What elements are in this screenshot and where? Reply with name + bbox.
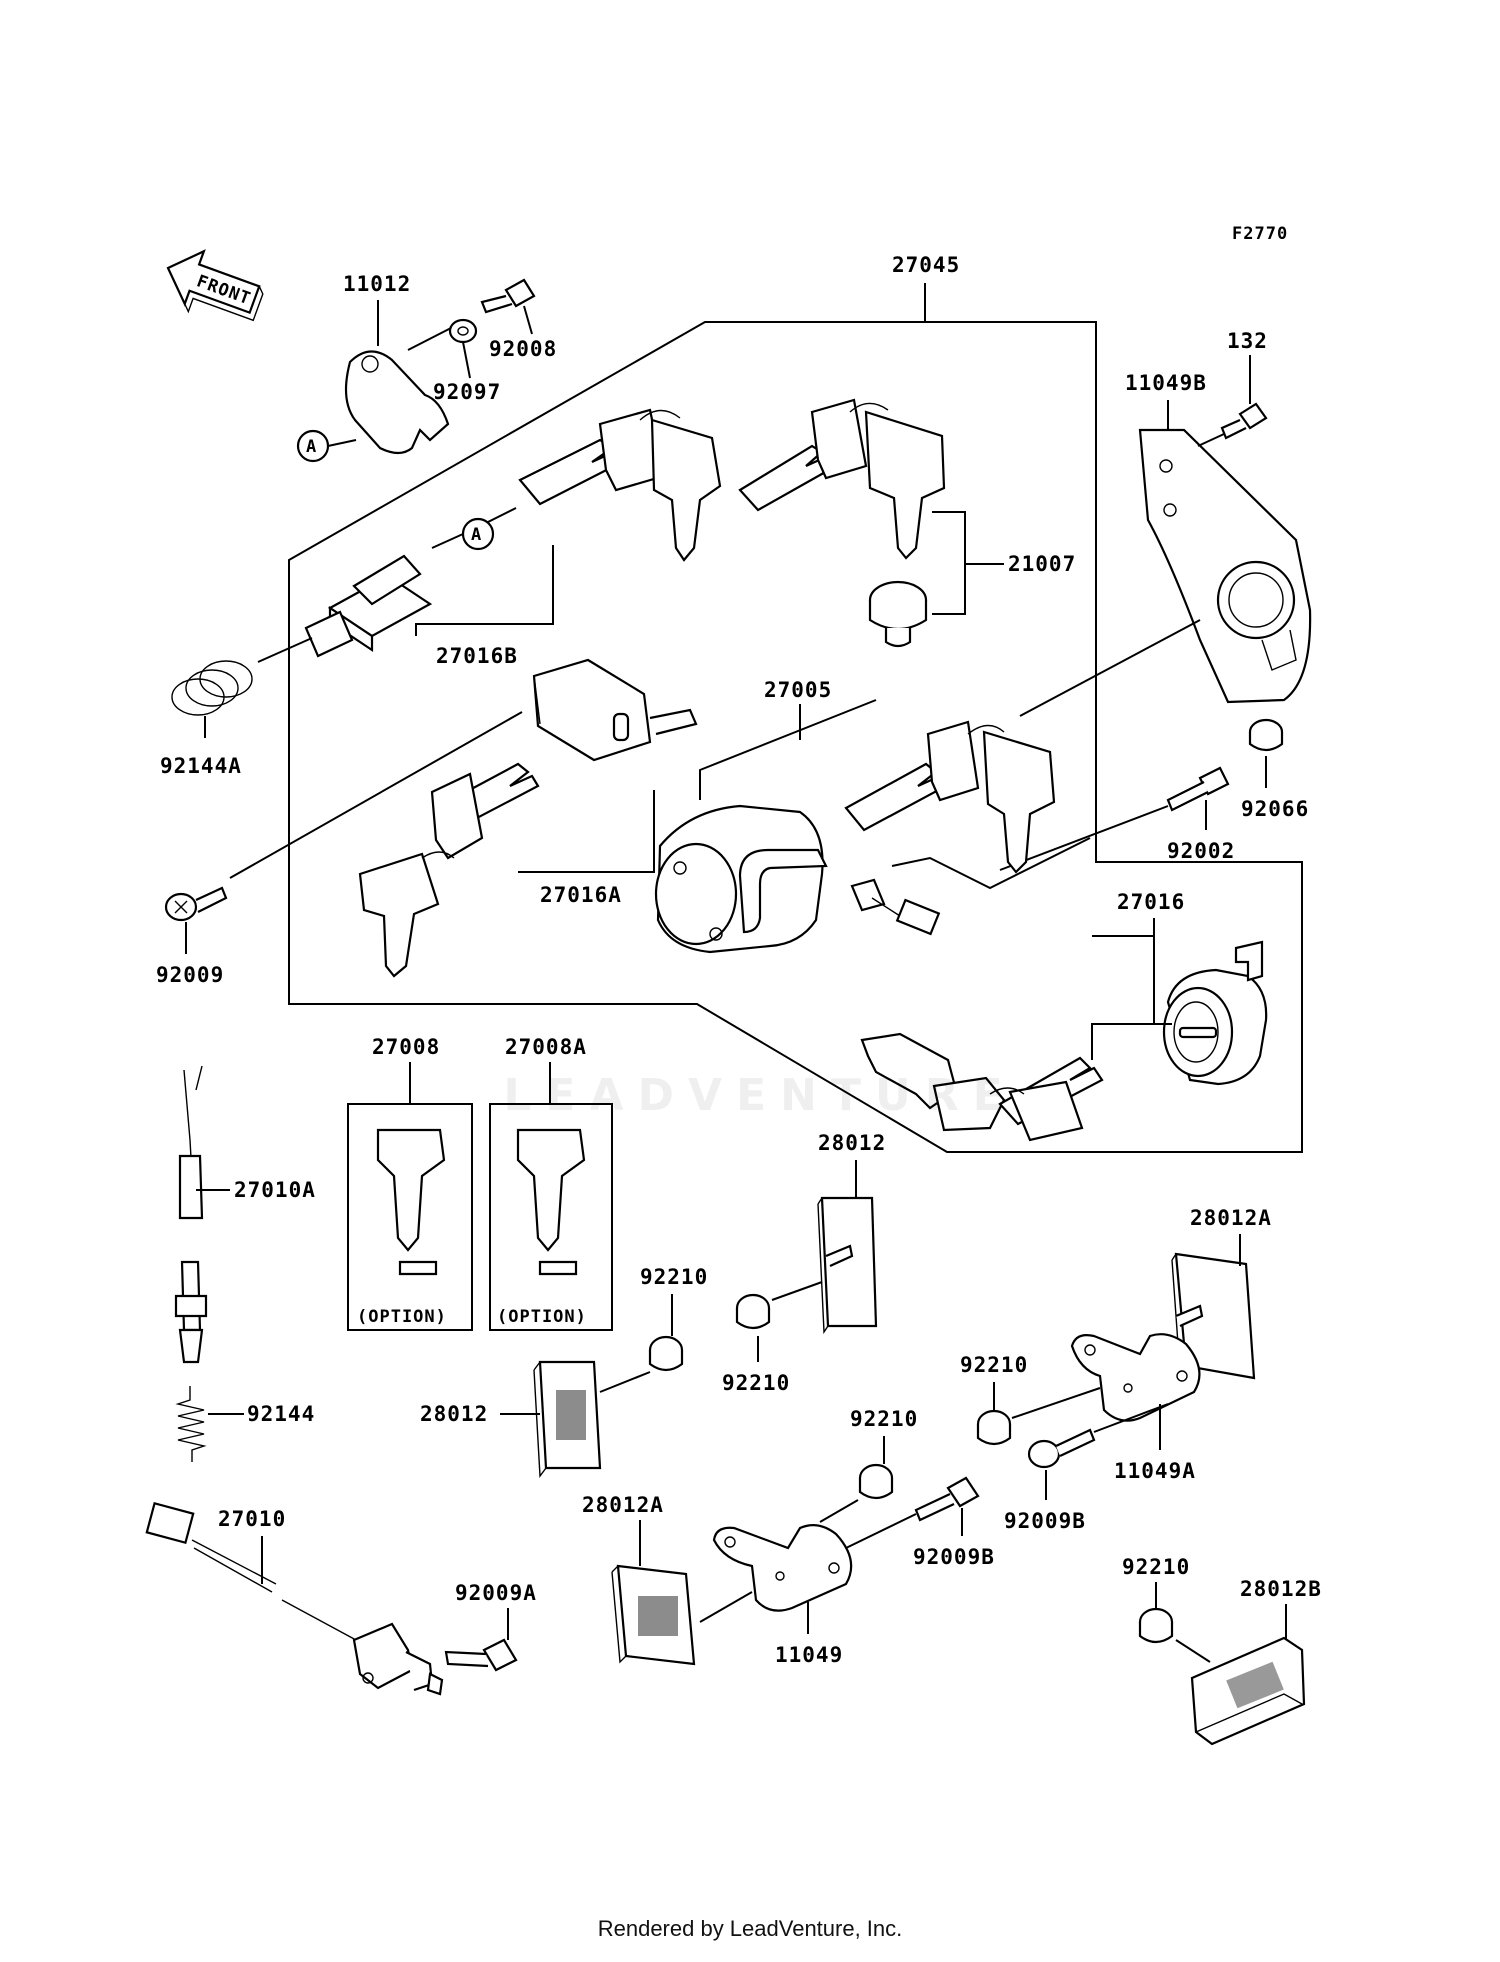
part-label-27016b: 27016B: [436, 644, 518, 668]
part-label-92210-b: 92210: [722, 1371, 790, 1395]
seat-lock-27016: [1162, 940, 1268, 1086]
part-label-92210-a: 92210: [640, 1265, 708, 1289]
option-box-27008: [347, 1103, 473, 1331]
bolt-132: [1220, 402, 1268, 440]
plate-28012-left: [533, 1360, 602, 1478]
figure-code: F2770: [1232, 224, 1288, 244]
bracket-11049a: [1070, 1333, 1201, 1422]
switch-27010a: [174, 1065, 208, 1364]
assembly-27045-outline: [288, 283, 1303, 1153]
part-label-92009b-a: 92009B: [1004, 1509, 1086, 1533]
key-pair-27005: [844, 720, 1056, 874]
callout-a-label-2: A: [471, 525, 482, 545]
callout-a-label: A: [306, 437, 317, 457]
part-label-92144a: 92144A: [160, 754, 242, 778]
plate-28012a-mid: [611, 1564, 696, 1666]
part-label-28012-left: 28012: [420, 1402, 488, 1426]
spring-92144: [175, 1386, 207, 1462]
option-label-27008a: (OPTION): [497, 1307, 587, 1327]
part-label-27016a: 27016A: [540, 883, 622, 907]
key-pair-27016a: [358, 762, 540, 978]
part-label-11049: 11049: [775, 1643, 843, 1667]
lock-27016a: [532, 658, 698, 762]
screw-92009b-b: [914, 1476, 980, 1522]
part-label-132: 132: [1227, 329, 1268, 353]
lock-cylinder-27016b: [304, 554, 433, 658]
bracket-11049: [712, 1523, 853, 1612]
part-label-92210-d: 92210: [960, 1353, 1028, 1377]
part-label-92002: 92002: [1167, 839, 1235, 863]
option-label-27008: (OPTION): [357, 1307, 447, 1327]
part-label-11049b: 11049B: [1125, 371, 1207, 395]
footer-credit: Rendered by LeadVenture, Inc.: [597, 1916, 903, 1941]
front-arrow-icon: FRONT: [166, 249, 264, 322]
option-box-27008a: [489, 1103, 613, 1331]
part-label-92009: 92009: [156, 963, 224, 987]
part-label-11012: 11012: [343, 272, 411, 296]
key-pair-21007: [738, 398, 946, 560]
nut-92210-a: [648, 1335, 684, 1372]
part-label-92008: 92008: [489, 337, 557, 361]
part-label-92144: 92144: [247, 1402, 315, 1426]
spring-92144a: [171, 660, 253, 716]
part-label-27010a: 27010A: [234, 1178, 316, 1202]
nut-92210-d: [976, 1409, 1012, 1446]
ignition-switch-27005: [654, 804, 941, 954]
part-label-21007: 21007: [1008, 552, 1076, 576]
screw-92009b-a: [1027, 1428, 1096, 1469]
part-label-92210-e: 92210: [1122, 1555, 1190, 1579]
bolt-92008: [480, 278, 536, 314]
part-label-27010: 27010: [218, 1507, 286, 1531]
part-label-92097: 92097: [433, 380, 501, 404]
part-label-28012a-right: 28012A: [1190, 1206, 1272, 1230]
part-label-92066: 92066: [1241, 797, 1309, 821]
part-label-28012a-mid: 28012A: [582, 1493, 664, 1517]
part-label-28012-top: 28012: [818, 1131, 886, 1155]
part-label-27005: 27005: [764, 678, 832, 702]
grommet-92066: [1248, 718, 1284, 752]
plate-28012a-right: [1171, 1252, 1256, 1380]
part-label-27008a: 27008A: [505, 1035, 587, 1059]
part-label-92009b-b: 92009B: [913, 1545, 995, 1569]
switch-27010: [145, 1501, 444, 1696]
part-label-27008: 27008: [372, 1035, 440, 1059]
part-label-27045: 27045: [892, 253, 960, 277]
part-label-27016: 27016: [1117, 890, 1185, 914]
cap-21007: [868, 580, 928, 648]
screw-92009: [164, 886, 228, 922]
nut-92210-e: [1138, 1607, 1174, 1644]
plate-28012-top: [817, 1196, 878, 1335]
cover-11049b: [1138, 428, 1312, 704]
washer-92097: [448, 318, 478, 344]
plate-11012: [344, 350, 450, 455]
watermark: LEADVENTURE: [503, 1070, 1017, 1121]
part-label-28012b: 28012B: [1240, 1577, 1322, 1601]
bolt-92002: [1166, 766, 1230, 812]
nut-92210-c: [858, 1463, 894, 1500]
plate-28012b: [1190, 1636, 1306, 1746]
key-pair-27016b: [518, 408, 722, 562]
part-label-92210-c: 92210: [850, 1407, 918, 1431]
bolt-92009a: [444, 1638, 518, 1672]
key-pair-27016: [860, 1032, 1104, 1142]
part-label-11049a: 11049A: [1114, 1459, 1196, 1483]
nut-92210-b: [735, 1293, 771, 1330]
part-label-92009a: 92009A: [455, 1581, 537, 1605]
